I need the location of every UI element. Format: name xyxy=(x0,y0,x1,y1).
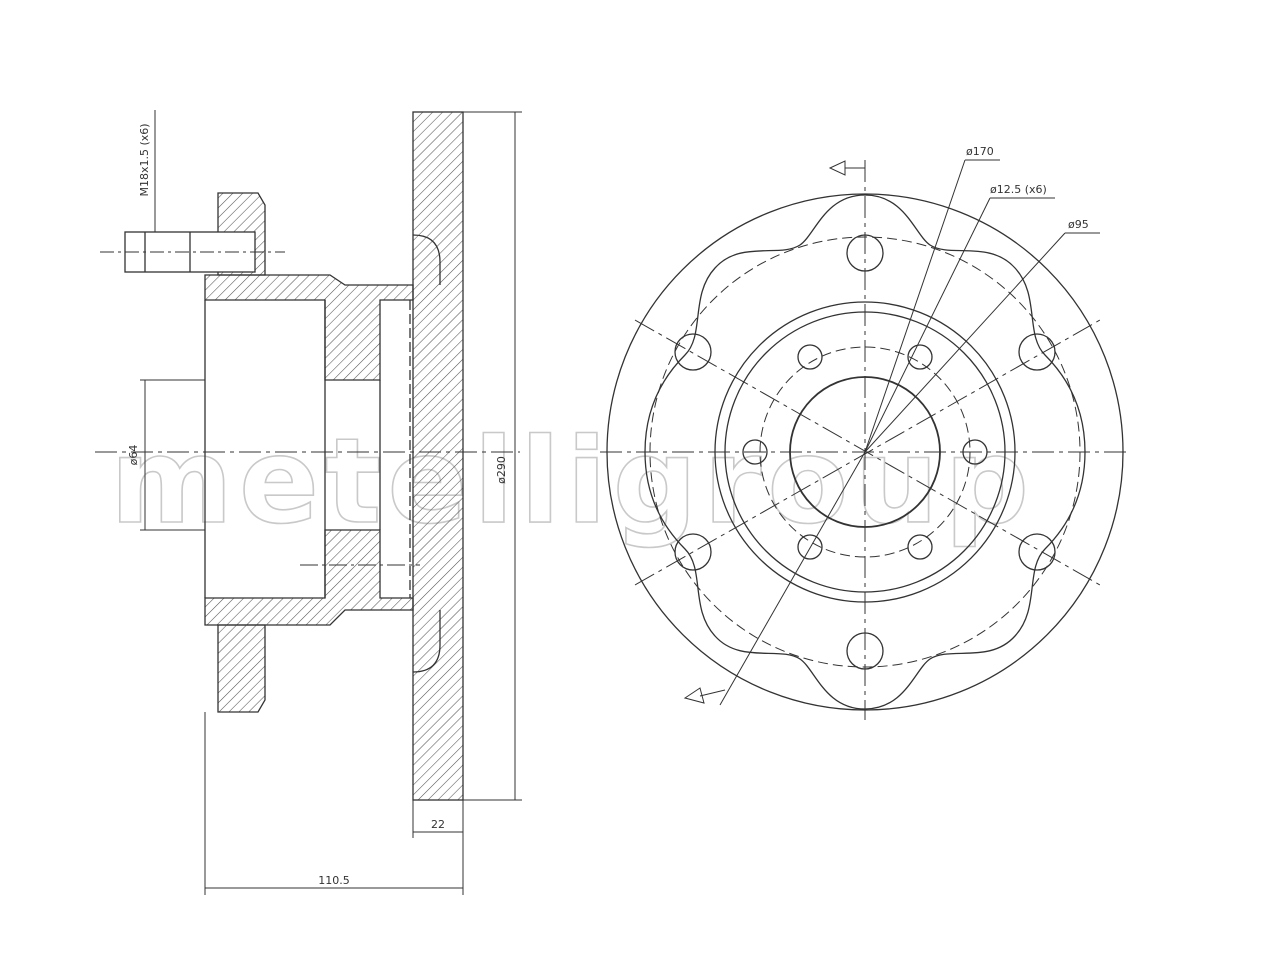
dimension-pcd-outer: ø170 xyxy=(966,145,994,158)
watermark-text: metelligroup xyxy=(110,412,1035,550)
stud-hole xyxy=(674,333,712,371)
dimension-hole-size: ø12.5 (x6) xyxy=(990,183,1047,196)
disc-lip-lower xyxy=(412,610,441,673)
disc-lip-upper xyxy=(412,234,441,285)
stud-hole xyxy=(1018,333,1056,371)
stud-hole xyxy=(674,533,712,571)
hub-upper-section xyxy=(204,274,414,381)
inner-hole xyxy=(797,344,823,370)
section-arrow-top xyxy=(828,160,846,176)
section-dimensions xyxy=(140,110,522,895)
front-centerlines xyxy=(600,160,1130,720)
inner-hole xyxy=(797,534,823,560)
dimension-disc-diameter: ø290 xyxy=(495,456,508,484)
stud-hole xyxy=(1018,533,1056,571)
dimension-bore: ø64 xyxy=(127,445,140,466)
inner-hole xyxy=(742,439,768,465)
inner-hole xyxy=(907,344,933,370)
dimension-overall-height: 110.5 xyxy=(318,874,350,887)
flange-lower-section xyxy=(217,624,266,713)
dimension-pcd-inner: ø95 xyxy=(1068,218,1089,231)
dimension-thickness: 22 xyxy=(431,818,445,831)
inner-hole xyxy=(907,534,933,560)
disc-section xyxy=(412,111,464,801)
section-view xyxy=(95,111,520,801)
front-leaders xyxy=(683,159,1100,706)
dimension-thread: M18x1.5 (x6) xyxy=(138,123,151,196)
